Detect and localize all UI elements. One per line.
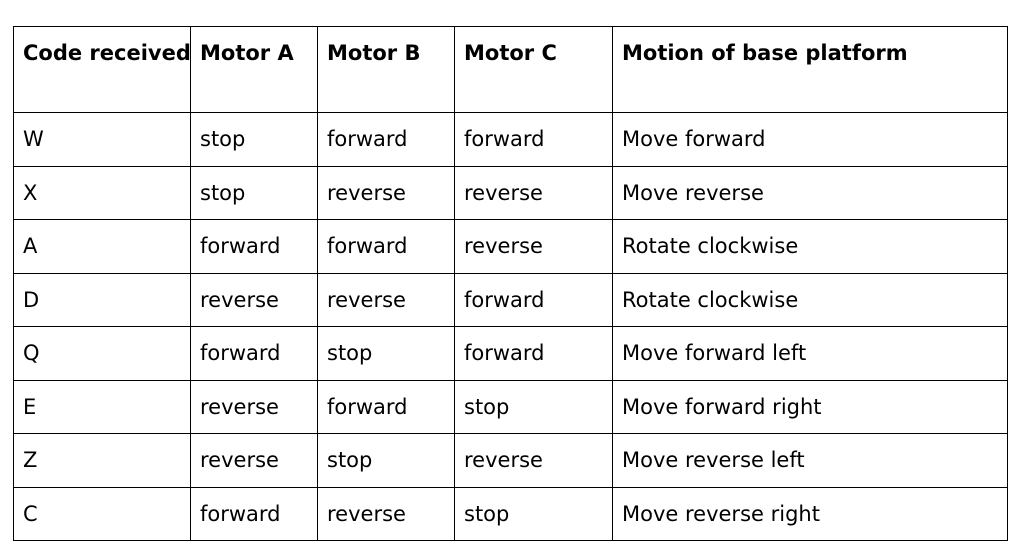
table-row: C forward reverse stop Move reverse righ…: [13, 486, 1008, 541]
cell-motor-b: reverse: [317, 272, 455, 327]
cell-code: D: [13, 272, 191, 327]
cell-motor-a: reverse: [190, 433, 318, 488]
cell-motor-c: forward: [454, 112, 613, 167]
cell-motion: Move forward left: [612, 326, 1008, 381]
motor-code-table: Code received Motor A Motor B Motor C Mo…: [13, 26, 1008, 541]
cell-motor-b: stop: [317, 326, 455, 381]
table-header-row: Code received Motor A Motor B Motor C Mo…: [13, 26, 1008, 113]
cell-motor-a: forward: [190, 486, 318, 541]
header-motor-c: Motor C: [454, 26, 613, 113]
header-motor-b: Motor B: [317, 26, 455, 113]
cell-code: Z: [13, 433, 191, 488]
cell-motion: Move reverse left: [612, 433, 1008, 488]
cell-code: E: [13, 379, 191, 434]
cell-motor-c: forward: [454, 272, 613, 327]
cell-motor-b: stop: [317, 433, 455, 488]
cell-code: X: [13, 165, 191, 220]
cell-motor-c: reverse: [454, 219, 613, 274]
cell-motor-a: stop: [190, 112, 318, 167]
cell-motor-c: forward: [454, 326, 613, 381]
cell-motor-b: reverse: [317, 165, 455, 220]
table-row: X stop reverse reverse Move reverse: [13, 165, 1008, 220]
cell-motor-b: forward: [317, 379, 455, 434]
cell-motion: Move forward: [612, 112, 1008, 167]
cell-code: A: [13, 219, 191, 274]
cell-motor-c: reverse: [454, 165, 613, 220]
cell-motor-c: stop: [454, 486, 613, 541]
cell-code: C: [13, 486, 191, 541]
cell-motor-c: stop: [454, 379, 613, 434]
cell-motor-a: reverse: [190, 272, 318, 327]
table-row: D reverse reverse forward Rotate clockwi…: [13, 272, 1008, 327]
cell-motor-a: reverse: [190, 379, 318, 434]
table-row: W stop forward forward Move forward: [13, 112, 1008, 167]
cell-code: Q: [13, 326, 191, 381]
cell-motion: Rotate clockwise: [612, 219, 1008, 274]
table-row: Q forward stop forward Move forward left: [13, 326, 1008, 381]
cell-motion: Move reverse: [612, 165, 1008, 220]
table-row: E reverse forward stop Move forward righ…: [13, 379, 1008, 434]
header-motor-a: Motor A: [190, 26, 318, 113]
table-row: A forward forward reverse Rotate clockwi…: [13, 219, 1008, 274]
cell-motor-b: forward: [317, 112, 455, 167]
header-motion: Motion of base platform: [612, 26, 1008, 113]
cell-motion: Rotate clockwise: [612, 272, 1008, 327]
cell-motor-a: forward: [190, 326, 318, 381]
cell-motion: Move forward right: [612, 379, 1008, 434]
cell-code: W: [13, 112, 191, 167]
cell-motor-c: reverse: [454, 433, 613, 488]
cell-motor-b: forward: [317, 219, 455, 274]
table-row: Z reverse stop reverse Move reverse left: [13, 433, 1008, 488]
header-code-received: Code received: [13, 26, 191, 113]
cell-motion: Move reverse right: [612, 486, 1008, 541]
cell-motor-a: stop: [190, 165, 318, 220]
cell-motor-a: forward: [190, 219, 318, 274]
cell-motor-b: reverse: [317, 486, 455, 541]
